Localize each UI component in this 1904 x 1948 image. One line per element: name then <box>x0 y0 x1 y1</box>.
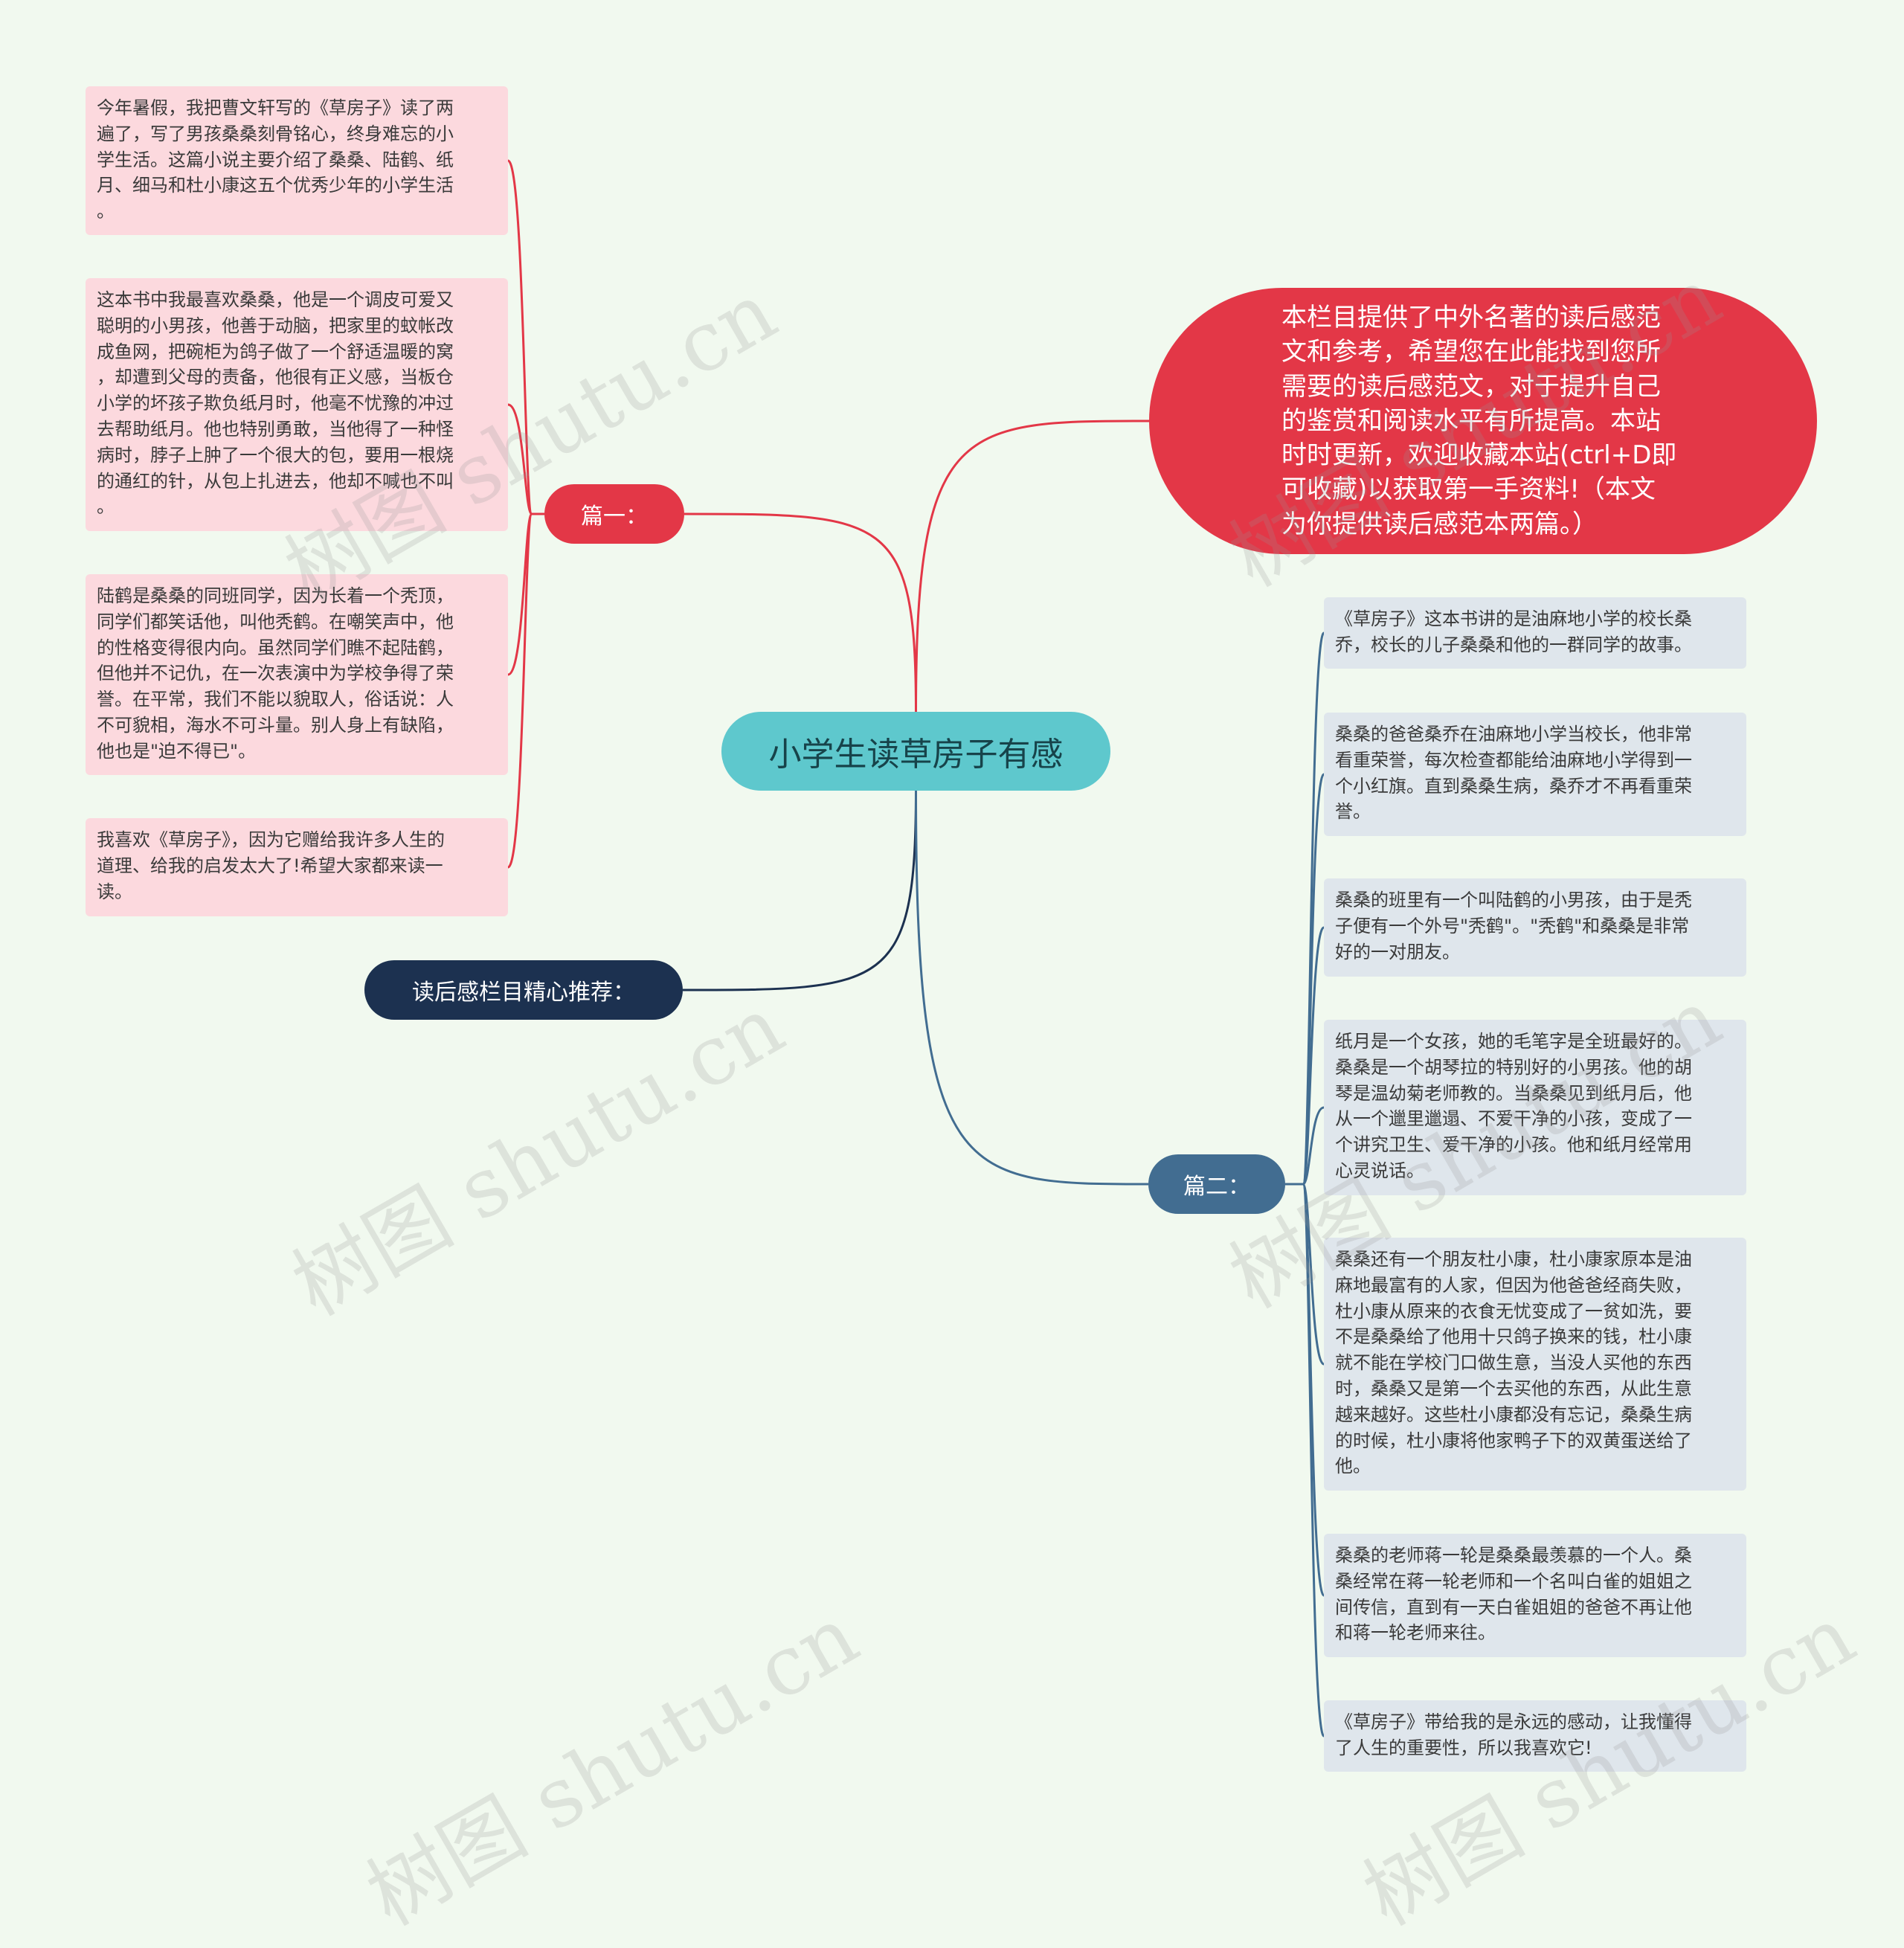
branch-part-one[interactable]: 篇一： <box>544 484 684 544</box>
link-branch2-leaf <box>1285 926 1325 1186</box>
intro-topic[interactable]: 本栏目提供了中外名著的读后感范 文和参考，希望您在此能找到您所 需要的读后感范文… <box>1149 288 1817 554</box>
link-branch2-leaf <box>1285 1183 1325 1366</box>
part-one-leaf[interactable]: 今年暑假，我把曹文轩写的《草房子》读了两 遍了，写了男孩桑桑刻骨铭心，终身难忘的… <box>86 86 508 235</box>
recommend-topic[interactable]: 读后感栏目精心推荐： <box>364 960 683 1020</box>
part-two-leaf[interactable]: 桑桑的班里有一个叫陆鹤的小男孩，由于是秃 子便有一个外号"秃鹤"。"秃鹤"和桑桑… <box>1324 878 1746 977</box>
part-two-leaf[interactable]: 桑桑还有一个朋友杜小康，杜小康家原本是油 麻地最富有的人家，但因为他爸爸经商失败… <box>1324 1238 1746 1491</box>
link-branch1-leaf <box>506 512 544 869</box>
link-branch1-leaf <box>507 403 544 515</box>
part-one-leaf[interactable]: 我喜欢《草房子》，因为它赠给我许多人生的 道理、给我的启发太大了!希望大家都来读… <box>86 818 508 916</box>
part-one-leaf[interactable]: 这本书中我最喜欢桑桑，他是一个调皮可爱又 聪明的小男孩，他善于动脑，把家里的蚊帐… <box>86 278 508 531</box>
part-one-leaf[interactable]: 陆鹤是桑桑的同班同学，因为长着一个秃顶， 同学们都笑话他，叫他秃鹤。在嘲笑声中，… <box>86 574 508 775</box>
link-branch2-leaf <box>1285 1183 1325 1597</box>
link-branch2-leaf <box>1285 773 1325 1186</box>
branch-part-two[interactable]: 篇二： <box>1148 1154 1285 1214</box>
connector-lines <box>506 159 1325 1738</box>
root-topic[interactable]: 小学生读草房子有感 <box>721 712 1110 791</box>
link-branch2-leaf <box>1285 1183 1325 1738</box>
link-root-intro <box>915 420 1150 713</box>
part-two-leaf[interactable]: 纸月是一个女孩，她的毛笔字是全班最好的。 桑桑是一个胡琴拉的特别好的小男孩。他的… <box>1324 1020 1746 1195</box>
link-root-branch1 <box>684 512 917 713</box>
link-root-branch2 <box>915 790 1149 1186</box>
mind-map-canvas: 小学生读草房子有感 篇一： 今年暑假，我把曹文轩写的《草房子》读了两 遍了，写了… <box>86 86 1870 1944</box>
part-two-leaf[interactable]: 《草房子》这本书讲的是油麻地小学的校长桑 乔，校长的儿子桑桑和他的一群同学的故事… <box>1324 597 1746 669</box>
link-branch1-leaf <box>506 159 544 515</box>
part-two-leaf[interactable]: 桑桑的老师蒋一轮是桑桑最羡慕的一个人。桑 桑经常在蒋一轮老师和一个名叫白雀的姐姐… <box>1324 1534 1746 1657</box>
link-branch2-leaf <box>1285 631 1325 1186</box>
part-two-leaf[interactable]: 《草房子》带给我的是永远的感动，让我懂得 了人生的重要性，所以我喜欢它! <box>1324 1700 1746 1772</box>
part-two-leaf[interactable]: 桑桑的爸爸桑乔在油麻地小学当校长，他非常 看重荣誉，每次检查都能给油麻地小学得到… <box>1324 713 1746 836</box>
link-root-recommend <box>682 790 917 991</box>
